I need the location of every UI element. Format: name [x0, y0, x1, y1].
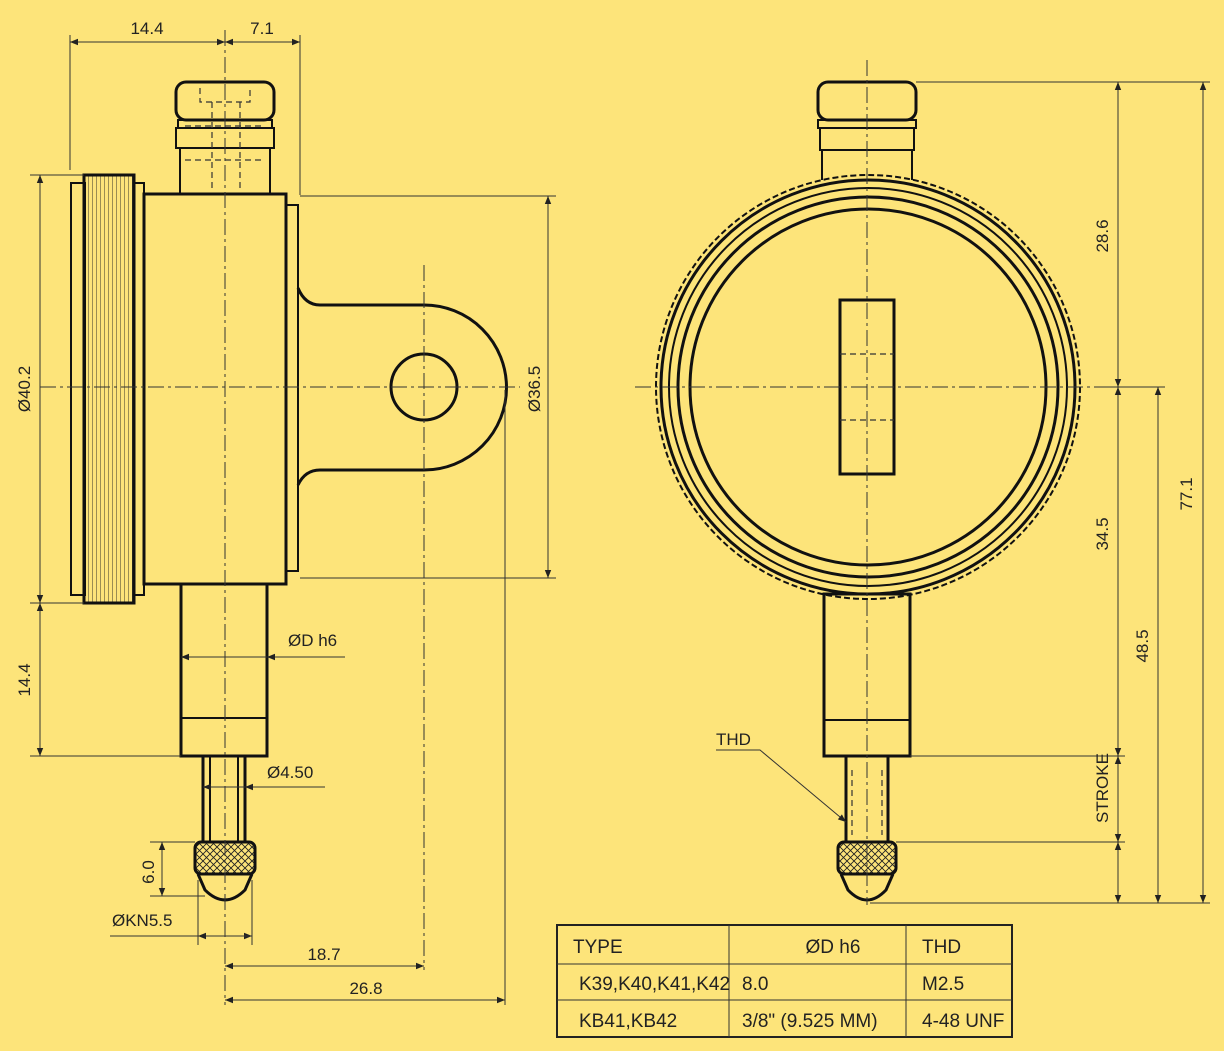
dim-77-1: 77.1	[1177, 477, 1196, 510]
table-header-thd: THD	[922, 937, 961, 958]
front-view	[635, 60, 1100, 905]
dim-14-4-top: 14.4	[130, 19, 163, 38]
dim-kn5-5: ØKN5.5	[112, 911, 172, 930]
dim-40-2: Ø40.2	[15, 366, 34, 412]
table-cell: M2.5	[922, 974, 964, 995]
dim-48-5: 48.5	[1133, 629, 1152, 662]
back-cover	[285, 204, 299, 572]
side-view-dimensions	[30, 35, 556, 1005]
dim-7-1: 7.1	[250, 19, 274, 38]
bezel-knurl	[82, 173, 136, 605]
thd-label: THD	[716, 730, 751, 749]
gauge-body	[142, 192, 288, 586]
table-header-type: TYPE	[573, 937, 623, 958]
side-view-labels: 14.4 7.1 Ø40.2 Ø36.5 14.4 ØD h6 Ø4.50 6.…	[15, 19, 544, 998]
spec-table: TYPE ØD h6 THD K39,K40,K41,K42 8.0 M2.5 …	[556, 924, 1013, 1038]
dim-6-0: 6.0	[139, 860, 158, 884]
table-cell: KB41,KB42	[579, 1011, 677, 1032]
dim-36-5: Ø36.5	[525, 366, 544, 412]
table-header-dh6: ØD h6	[806, 937, 861, 958]
spindle-sleeve	[179, 582, 269, 758]
dim-26-8: 26.8	[349, 979, 382, 998]
front-view-labels: 28.6 34.5 48.5 77.1 STROKE THD	[716, 219, 1196, 823]
table-cell: K39,K40,K41,K42	[579, 974, 730, 995]
dim-14-4-left: 14.4	[15, 663, 34, 696]
dim-28-6: 28.6	[1093, 219, 1112, 252]
dim-4-50: Ø4.50	[267, 763, 313, 782]
dim-d-h6: ØD h6	[288, 631, 337, 650]
dim-34-5: 34.5	[1093, 517, 1112, 550]
dim-18-7: 18.7	[307, 945, 340, 964]
side-view	[40, 30, 520, 1005]
table-cell: 3/8" (9.525 MM)	[742, 1011, 878, 1032]
table-cell: 4-48 UNF	[922, 1011, 1004, 1032]
front-view-dimensions	[716, 81, 1210, 904]
stroke-label: STROKE	[1093, 753, 1112, 823]
table-cell: 8.0	[742, 974, 768, 995]
